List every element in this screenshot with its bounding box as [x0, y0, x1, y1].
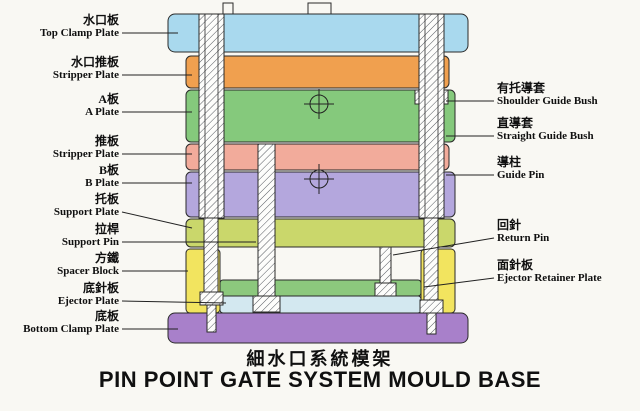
label-text-en: Ejector Plate: [57, 295, 119, 308]
b-plate: [185, 171, 456, 218]
label-text-en: A Plate: [85, 106, 119, 119]
label-support-pin: 拉桿 Support Pin: [0, 222, 119, 249]
label-stripper-plate: 推板 Stripper Plate: [0, 134, 119, 161]
label-text-cn: 拉桿: [94, 222, 119, 236]
label-text-en: Guide Pin: [497, 169, 545, 182]
title-english: PIN POINT GATE SYSTEM MOULD BASE: [98, 367, 542, 392]
stripper-plate-lower: [185, 143, 450, 171]
label-text-en: Return Pin: [497, 232, 550, 245]
label-text-en: B Plate: [85, 177, 119, 190]
label-ejector-retainer-plate: 面針板 Ejector Retainer Plate: [497, 258, 639, 285]
label-text-cn: 托板: [94, 192, 119, 206]
label-text-en: Stripper Plate: [52, 69, 119, 82]
center-marks: [304, 89, 334, 194]
label-text-en: Top Clamp Plate: [39, 27, 119, 40]
label-support-plate: 托板 Support Plate: [0, 192, 119, 219]
support-plate: [185, 218, 456, 248]
label-text-cn: 水口推板: [70, 55, 119, 69]
a-plate: [185, 89, 456, 143]
label-text-cn: 回針: [497, 218, 522, 232]
label-text-cn: 方鐵: [94, 251, 119, 265]
label-text-cn: 水口板: [82, 13, 119, 27]
label-text-en: Shoulder Guide Bush: [497, 95, 598, 108]
label-b-plate: B板 B Plate: [0, 163, 119, 190]
support-pin-left: [203, 217, 219, 293]
label-text-cn: 面針板: [497, 258, 534, 272]
label-stripper-plate-top: 水口推板 Stripper Plate: [0, 55, 119, 82]
label-text-cn: A板: [98, 92, 119, 106]
ejector-plate: [219, 295, 422, 314]
label-text-cn: B板: [98, 163, 119, 177]
bottom-clamp-plate: [167, 312, 469, 344]
label-text-en: Ejector Retainer Plate: [497, 272, 602, 285]
label-text-cn: 推板: [94, 134, 119, 148]
top-clamp-slots: [222, 2, 332, 15]
guide-pin-right-head: [419, 299, 444, 314]
label-text-cn: 底板: [94, 309, 119, 323]
label-text-cn: 導柱: [497, 155, 522, 169]
support-pin-center-head: [252, 295, 281, 313]
label-text-cn: 直導套: [497, 116, 534, 130]
label-spacer-block: 方鐵 Spacer Block: [0, 251, 119, 278]
support-pin-left-tail: [206, 304, 217, 333]
label-bottom-clamp-plate: 底板 Bottom Clamp Plate: [0, 309, 119, 336]
label-text-cn: 底針板: [82, 281, 119, 295]
label-straight-guide-bush: 直導套 Straight Guide Bush: [497, 116, 639, 143]
guide-pin-lower-right: [423, 217, 439, 301]
label-text-en: Stripper Plate: [52, 148, 119, 161]
label-text-en: Support Pin: [61, 236, 119, 249]
pins-group: [198, 13, 449, 335]
support-pin-center: [257, 143, 276, 297]
title-chinese: 細水口系統模架: [246, 349, 394, 369]
label-text-en: Spacer Block: [57, 265, 119, 278]
stripper-plate-top: [185, 55, 450, 89]
guide-bush-left: [198, 13, 225, 219]
return-pin: [379, 246, 392, 284]
leader-lines: [121, 32, 495, 330]
label-shoulder-guide-bush: 有托導套 Shoulder Guide Bush: [497, 81, 639, 108]
bush-inner-lines: [204, 14, 439, 218]
return-pin-head: [374, 282, 397, 297]
label-guide-pin: 導柱 Guide Pin: [497, 155, 639, 182]
label-a-plate: A板 A Plate: [0, 92, 119, 119]
guide-pin-right-tail: [426, 312, 437, 335]
label-text-en: Support Plate: [53, 206, 119, 219]
guide-bush-right: [418, 13, 445, 219]
label-text-en: Bottom Clamp Plate: [23, 323, 119, 336]
label-top-clamp-plate: 水口板 Top Clamp Plate: [0, 13, 119, 40]
label-text-en: Straight Guide Bush: [497, 130, 594, 143]
label-text-cn: 有托導套: [497, 81, 546, 95]
label-ejector-plate: 底針板 Ejector Plate: [0, 281, 119, 308]
label-return-pin: 回針 Return Pin: [497, 218, 639, 245]
